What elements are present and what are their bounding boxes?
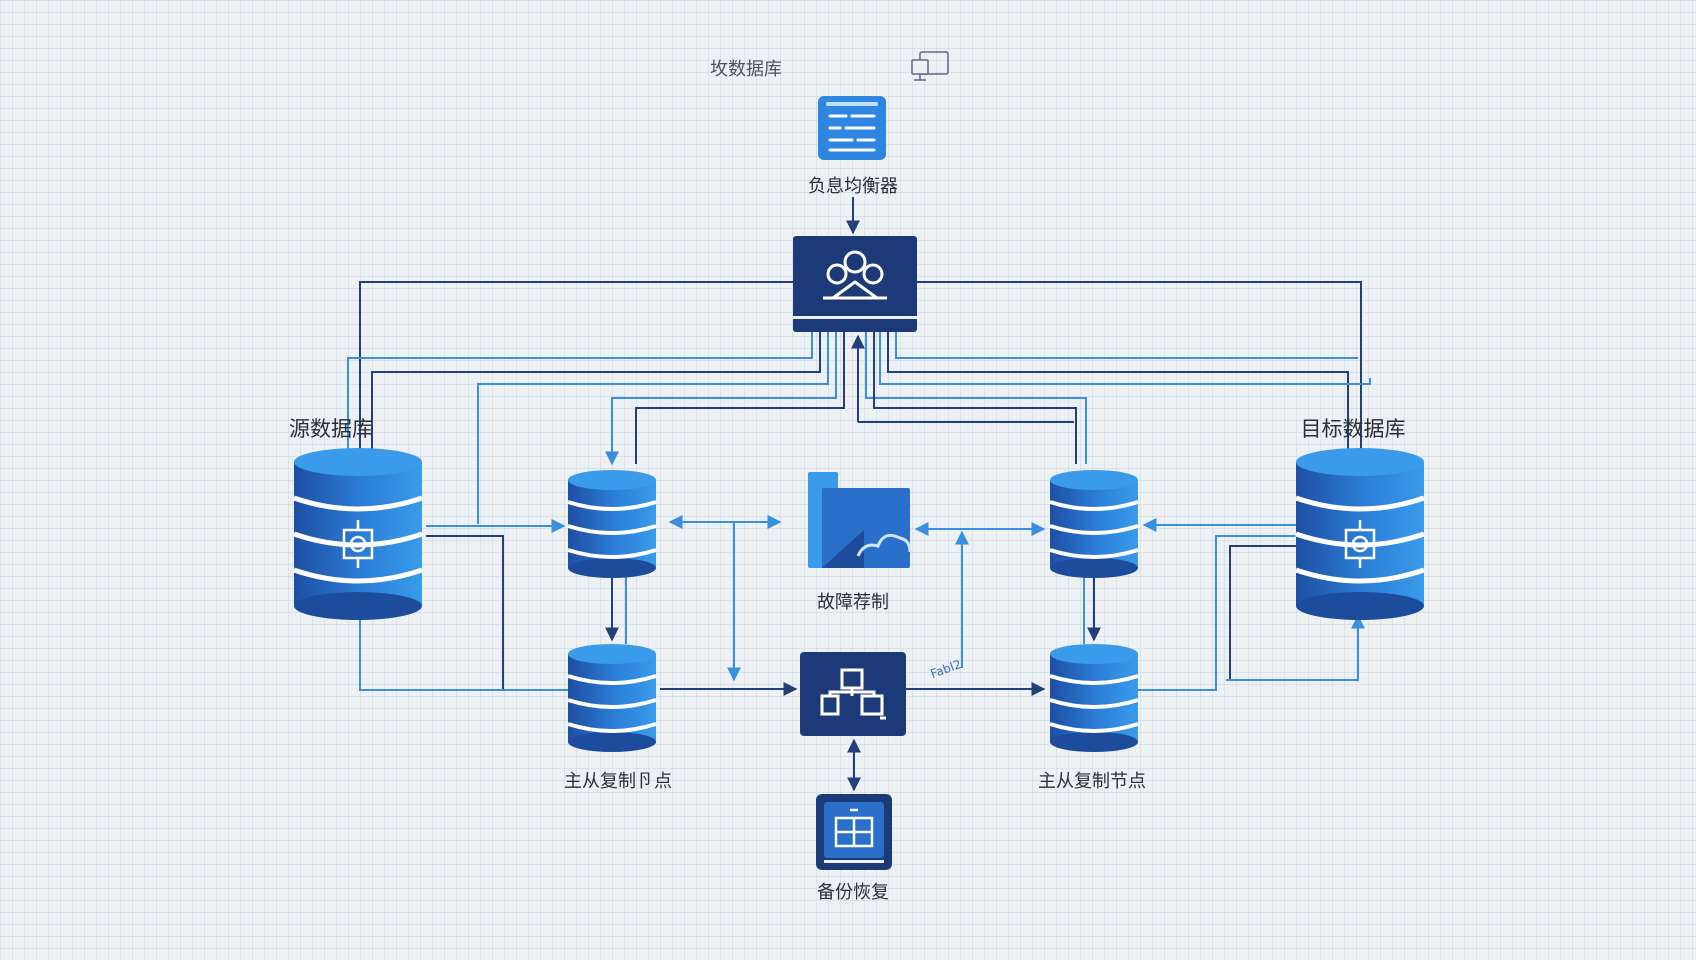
arrow-up-to-target bbox=[1226, 614, 1365, 681]
target-db-cylinder[interactable] bbox=[1295, 448, 1425, 620]
left-replica-label: 主从复制卪点 bbox=[564, 771, 672, 792]
backup-icon[interactable] bbox=[816, 794, 892, 870]
connector-lb-source-inner bbox=[347, 332, 813, 450]
connector-lb-target-4 bbox=[879, 332, 1371, 385]
faint-title: 坆数据库 bbox=[710, 59, 782, 80]
monitor-icon bbox=[911, 51, 949, 81]
connector-source-down bbox=[426, 535, 504, 690]
connector-lb-right-replica-a bbox=[865, 332, 1087, 464]
network-node-icon bbox=[1336, 520, 1384, 568]
connector-lb-left-replica-a bbox=[605, 332, 837, 466]
connector-lb-target-3 bbox=[887, 332, 1349, 450]
network-node-icon bbox=[334, 520, 382, 568]
target-db-label: 目标数据库 bbox=[1300, 417, 1406, 441]
cloud-window-icon[interactable] bbox=[808, 472, 912, 568]
connector-lb-left-replica-b bbox=[635, 332, 845, 464]
connector-lb-source bbox=[359, 281, 793, 450]
source-db-label: 源数据库 bbox=[289, 417, 373, 441]
source-db-cylinder[interactable] bbox=[293, 448, 423, 620]
core-hub-node[interactable] bbox=[793, 236, 917, 332]
connector-source-bottom bbox=[359, 610, 568, 691]
connector-right-bottom-to-target bbox=[1136, 535, 1296, 691]
connector-right-bottom-to-target-2 bbox=[1226, 545, 1296, 681]
server-list-icon[interactable] bbox=[818, 96, 886, 160]
backup-label: 备份恢复 bbox=[817, 882, 889, 903]
right-replica-label: 主从复制节点 bbox=[1038, 771, 1146, 792]
replication-hub-node[interactable] bbox=[800, 652, 906, 736]
left-replica-top-db[interactable] bbox=[567, 470, 657, 578]
load-balancer-label: 负息均衡器 bbox=[808, 176, 898, 197]
connector-lb-target-inner bbox=[895, 332, 1358, 359]
flowchart-icon bbox=[820, 668, 886, 720]
connectors bbox=[347, 197, 1371, 792]
connector-lb-target bbox=[917, 281, 1362, 450]
connector-lb-source-4 bbox=[477, 332, 829, 524]
cluster-icon bbox=[823, 250, 887, 300]
failover-label: 故障荐制 bbox=[817, 592, 889, 613]
left-replica-bottom-db[interactable] bbox=[567, 644, 657, 752]
connector-lb-source-3 bbox=[371, 332, 821, 450]
connector-lb-right-replica-b bbox=[873, 332, 1077, 464]
right-replica-bottom-db[interactable] bbox=[1049, 644, 1139, 752]
right-replica-top-db[interactable] bbox=[1049, 470, 1139, 578]
